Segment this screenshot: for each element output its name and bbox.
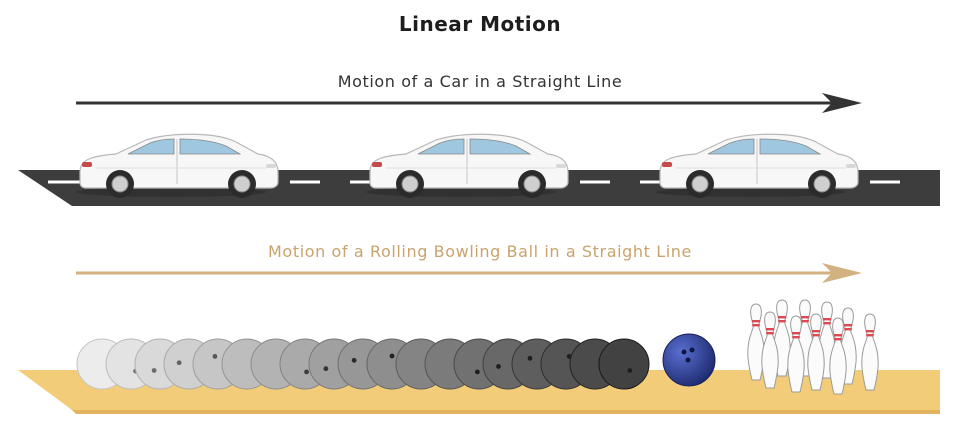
car-direction-arrow bbox=[76, 93, 862, 113]
bowling-pin bbox=[761, 311, 779, 389]
ghost-ball bbox=[598, 338, 650, 390]
car-position-2 bbox=[365, 133, 569, 199]
ball-motion-label: Motion of a Rolling Bowling Ball in a St… bbox=[268, 242, 692, 261]
bowling-pin bbox=[861, 313, 879, 391]
bowling-ball bbox=[662, 333, 716, 387]
bowling-pin bbox=[747, 303, 765, 381]
bowling-pin bbox=[807, 313, 825, 391]
car-motion-label: Motion of a Car in a Straight Line bbox=[337, 72, 623, 91]
car-position-1 bbox=[75, 133, 279, 199]
car-position-3 bbox=[655, 133, 859, 199]
bowling-pin bbox=[829, 317, 847, 395]
ghost-ball-trail bbox=[76, 338, 650, 390]
diagram-title: Linear Motion bbox=[398, 12, 562, 36]
ball-direction-arrow bbox=[76, 263, 862, 283]
